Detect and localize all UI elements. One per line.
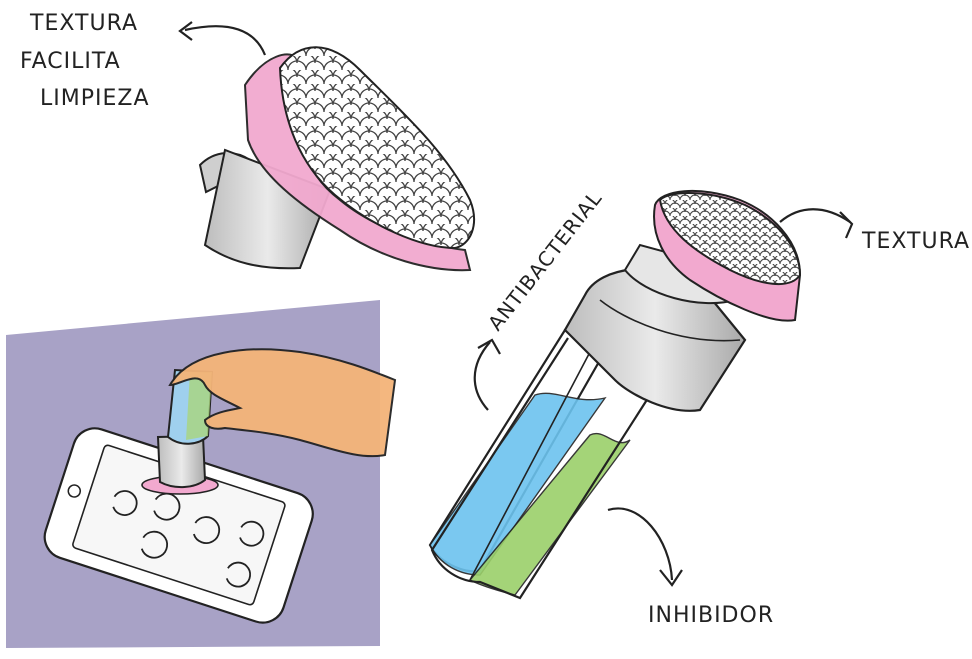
- arrow-antibacterial: [475, 342, 490, 410]
- label-facilita: FACILITA: [20, 49, 121, 74]
- phone-usage-illustration: [6, 300, 395, 648]
- arrow-inhibidor: [608, 508, 672, 580]
- scrubber-device: [430, 191, 800, 598]
- arrowhead-up-icon: [478, 340, 500, 354]
- label-textura-top: TEXTURA: [29, 11, 138, 36]
- label-limpieza: LIMPIEZA: [40, 86, 150, 111]
- arrowhead-left-icon: [180, 22, 192, 40]
- scrubber-head-closeup: [200, 47, 474, 270]
- arrow-textura-facilita: [185, 26, 265, 55]
- label-textura-right: TEXTURA: [861, 229, 970, 254]
- arrow-textura-right: [780, 209, 850, 222]
- label-inhibidor: INHIBIDOR: [648, 603, 774, 628]
